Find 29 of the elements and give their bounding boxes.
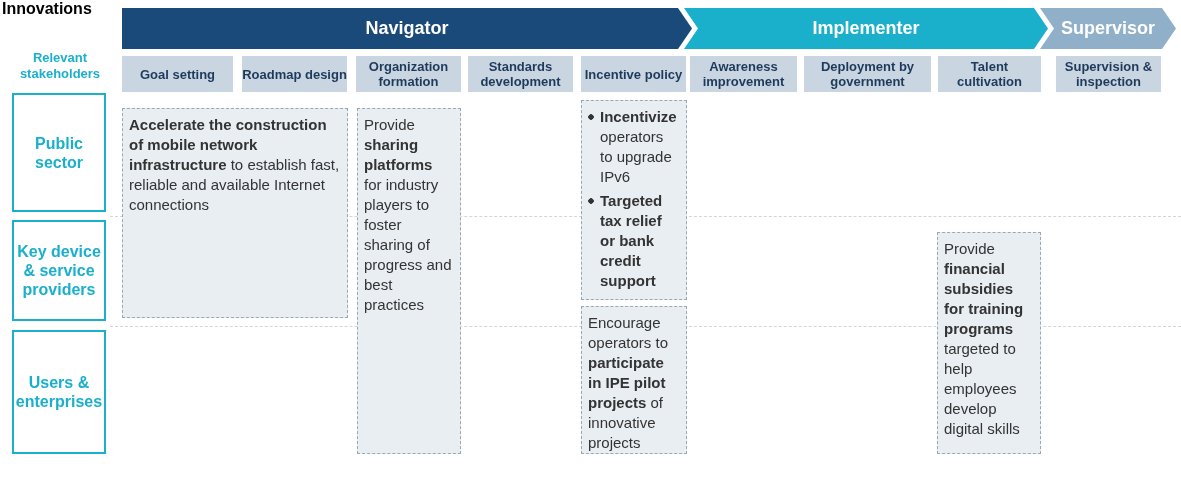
row-header: Key device & service providers bbox=[12, 220, 106, 321]
note-text: Provide sharing platforms for industry players to foster sharing of progress and best practices bbox=[364, 115, 453, 315]
note-text: Accelerate the construction of mobile network infrastructure to establish fast, reliable and available Internet connections bbox=[129, 115, 341, 215]
row-header: Users & enterprises bbox=[12, 330, 106, 454]
phase-label: Implementer bbox=[811, 17, 921, 40]
title: Innovations bbox=[2, 0, 92, 18]
stakeholder-heading: Relevant stakeholders bbox=[18, 50, 102, 82]
column-header: Talent cultivation bbox=[938, 56, 1041, 92]
column-header: Incentive policy bbox=[581, 56, 686, 92]
note-box bbox=[937, 232, 1041, 454]
phase-label: Supervisor bbox=[1059, 17, 1156, 40]
note-box bbox=[581, 306, 687, 454]
column-header: Deployment by government bbox=[804, 56, 931, 92]
note-box bbox=[581, 100, 687, 300]
column-header: Supervision & inspection bbox=[1056, 56, 1161, 92]
column-header: Organization formation bbox=[356, 56, 461, 92]
chevron-banner bbox=[122, 8, 692, 49]
column-header: Standards development bbox=[468, 56, 573, 92]
phase-label: Navigator bbox=[364, 17, 450, 40]
column-header: Roadmap design bbox=[242, 56, 347, 92]
note-box bbox=[357, 108, 461, 454]
chevron-banner bbox=[684, 8, 1048, 49]
column-header: Awareness improvement bbox=[690, 56, 797, 92]
note-text: Encourage operators to participate in IPE pilot projects of innovative projects bbox=[588, 313, 670, 453]
note-box bbox=[122, 108, 348, 318]
chevron-banner bbox=[1040, 8, 1176, 49]
column-header: Goal setting bbox=[122, 56, 233, 92]
note-text: Provide financial subsidies for training programs targeted to help employees develop digital skills bbox=[944, 239, 1025, 439]
row-header: Public sector bbox=[12, 93, 106, 212]
